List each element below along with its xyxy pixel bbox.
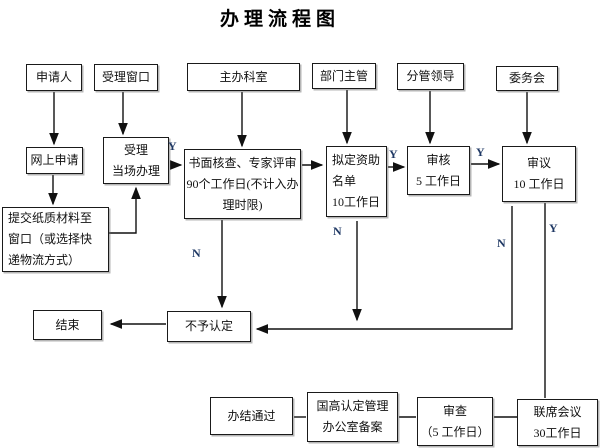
edge-label-y-draft: Y (389, 147, 398, 161)
edge-label-y-deliberation: Y (549, 221, 558, 235)
arrow-deliberation-N-to-not-approved (255, 206, 513, 334)
node-completed: 办结通过 (210, 397, 293, 435)
node-lead-office: 主办科室 (187, 63, 300, 91)
edge-label-n-written: N (192, 246, 201, 260)
node-review-5d: 审核 5 工作日 (407, 146, 470, 195)
arrow-submit-paper-to-onsite (109, 186, 141, 234)
node-submit-paper: 提交纸质材料至 窗口（或选择快 递物流方式） (2, 207, 109, 272)
node-online-application: 网上申请 (26, 147, 83, 174)
edge-label-y-review: Y (476, 145, 485, 159)
node-dept-head: 部门主管 (312, 63, 376, 89)
node-not-approved: 不予认定 (167, 311, 251, 342)
node-end: 结束 (33, 310, 102, 340)
node-leader-in-charge: 分管领导 (397, 63, 464, 90)
node-applicant: 申请人 (26, 64, 82, 91)
edge-label-n-draft: N (333, 224, 342, 238)
edge-label-y-acceptance: Y (168, 139, 177, 153)
node-written-review: 书面核查、专家评审 90个工作日(不计入办 理时限) (184, 149, 301, 219)
node-committee: 委务会 (496, 66, 558, 91)
edge-label-n-deliberation: N (497, 236, 506, 250)
node-filing: 国高认定管理 办公室备案 (307, 392, 398, 442)
node-deliberation-10d: 审议 10 工作日 (502, 146, 576, 202)
node-examination-5d: 审查 （5 工作日） (417, 397, 493, 446)
node-acceptance-onsite: 受理 当场办理 (103, 137, 169, 184)
node-acceptance-window: 受理窗口 (94, 64, 158, 91)
page-title: 办理流程图 (220, 9, 341, 30)
node-joint-meeting: 联席会议 30工作日 (517, 399, 598, 446)
node-draft-funding-list: 拟定资助 名单 10工作日 (326, 146, 387, 217)
